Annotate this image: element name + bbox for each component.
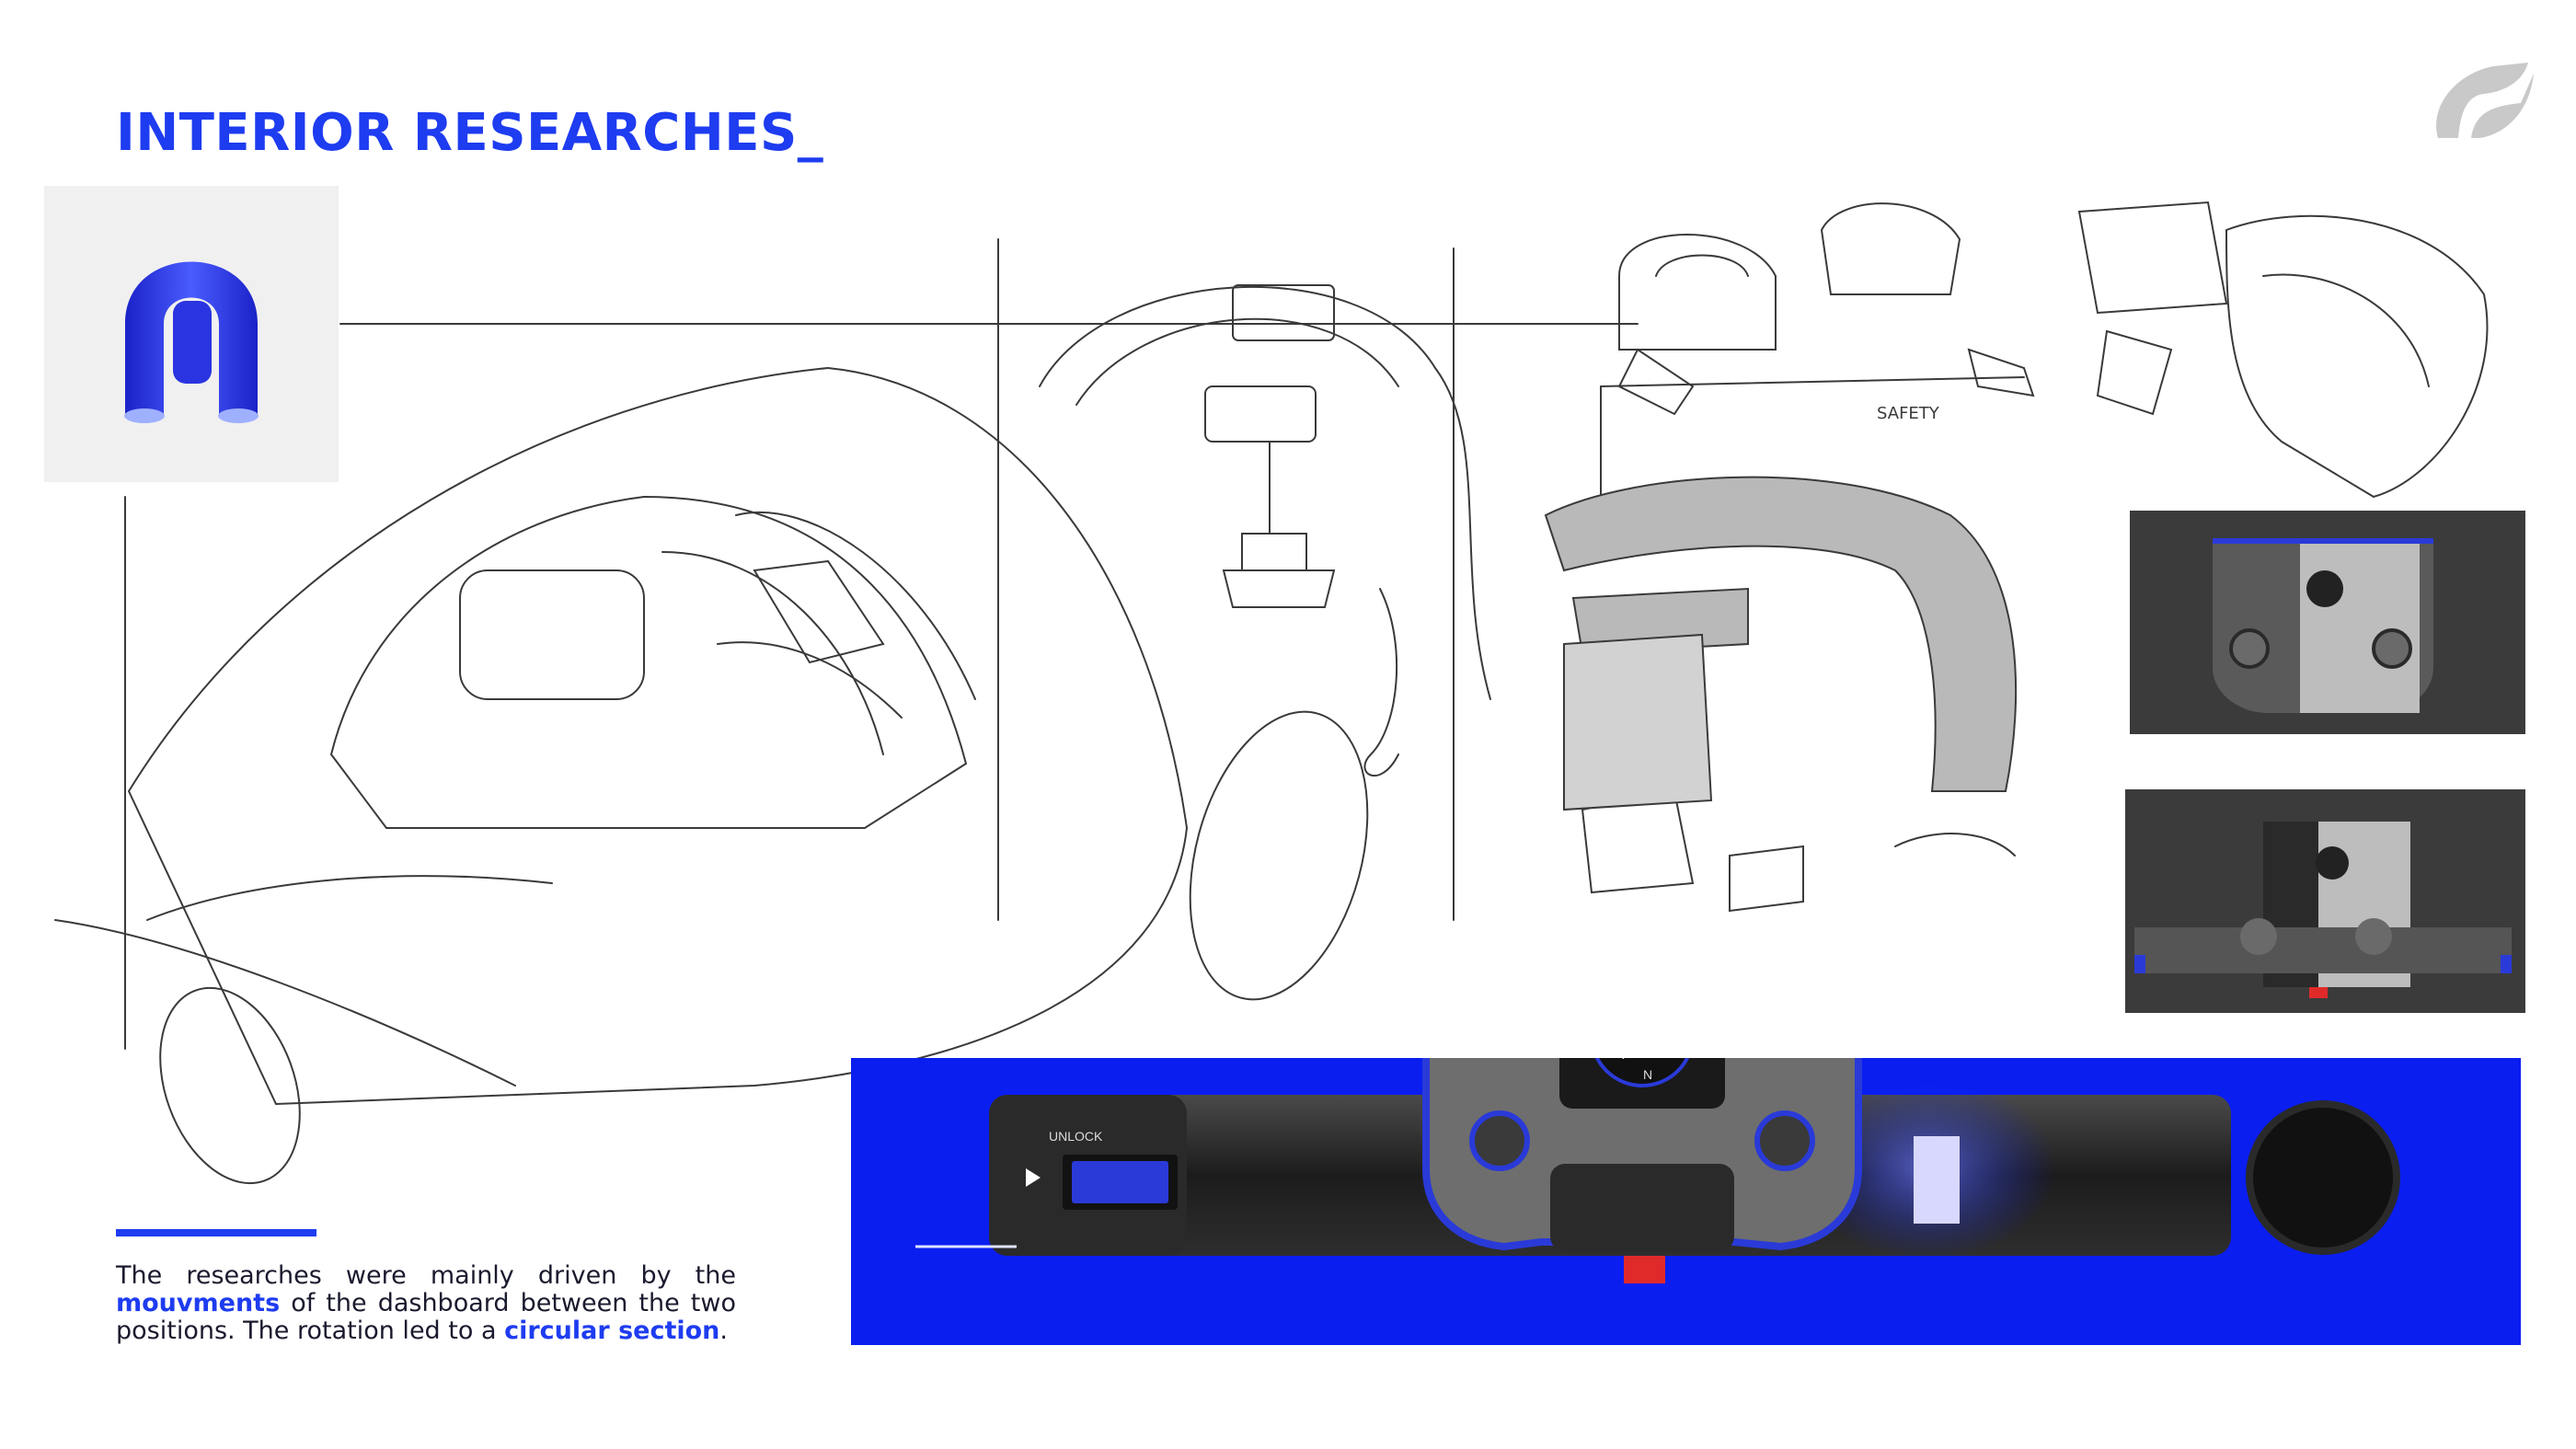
- brand-logo-icon: [2420, 55, 2539, 147]
- render-position-b: [2125, 789, 2525, 1013]
- sketch-safety-note: SAFETY: [1877, 404, 1940, 423]
- description-text: The researches were mainly driven by the…: [116, 1262, 736, 1345]
- page-title: INTERIOR RESEARCHES_: [116, 103, 824, 163]
- description-highlight-mouvments: mouvments: [116, 1289, 281, 1317]
- render-position-a: [2130, 511, 2525, 734]
- accent-line: [116, 1229, 316, 1236]
- hero-render-panel: [851, 1058, 2521, 1345]
- arch-section-icon: [44, 186, 339, 482]
- description-part-3: .: [719, 1317, 728, 1345]
- description-part-1: The researches were mainly driven by the: [116, 1261, 736, 1290]
- description-highlight-circular-section: circular section: [504, 1317, 720, 1345]
- description-part-2: of the dashboard between the two positio…: [116, 1289, 736, 1345]
